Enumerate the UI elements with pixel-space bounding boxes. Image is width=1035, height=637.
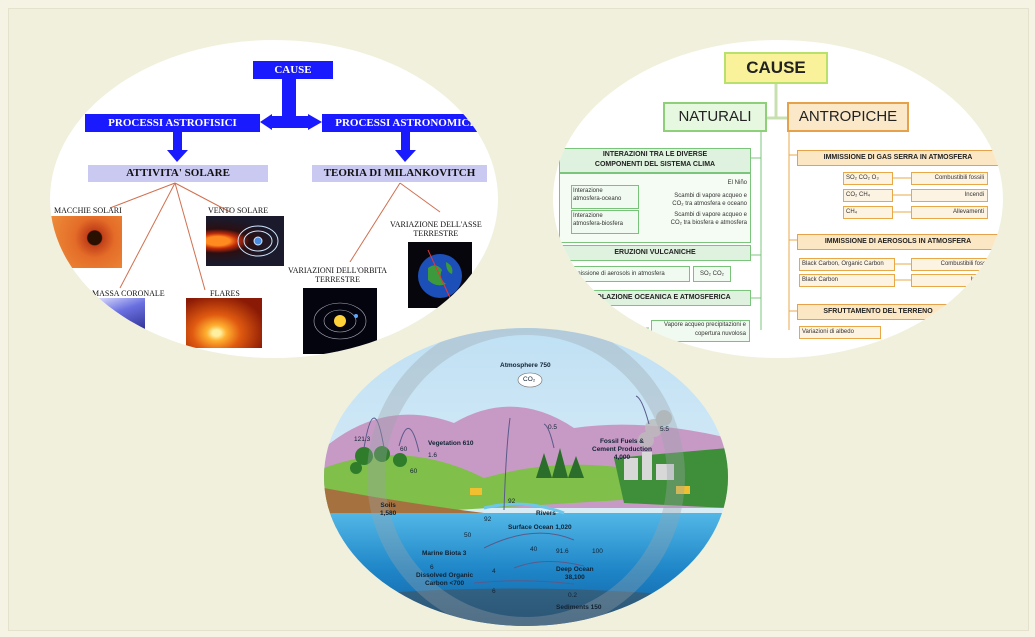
scambi1-line1: Scambi di vapore acqueo e xyxy=(674,193,747,199)
flux-6b: 6 xyxy=(492,588,496,595)
orbita-label: VARIAZIONI DELL'ORBITA TERRESTRE xyxy=(288,266,387,284)
fossil-line2: Cement Production xyxy=(592,446,652,453)
orbita-line1: VARIAZIONI DELL'ORBITA xyxy=(288,266,388,275)
naturali-box: NATURALI xyxy=(663,102,767,132)
gas-serra-header: IMMISSIONE DI GAS SERRA IN ATMOSFERA xyxy=(797,150,999,166)
int-oceano-line1: Interazione xyxy=(573,188,603,194)
deep-ocean-line2: 38,100 xyxy=(564,574,585,581)
soils-line1: Soils xyxy=(380,502,396,509)
fossil-line3: 4,000 xyxy=(613,454,631,461)
immissione-aerosol-box: Immissione di aerosols in atmosfera xyxy=(565,266,690,282)
incendi2-box: Incendi xyxy=(911,274,994,287)
marine-biota-label: Marine Biota 3 xyxy=(422,550,467,557)
astro-connectors xyxy=(109,70,441,291)
gas3-box: CH₄ xyxy=(843,206,893,219)
circolazione-header: CIRCOLAZIONE OCEANICA E ATMOSFERICA xyxy=(559,290,751,306)
fossil-fuels-label: Fossil Fuels & Cement Production 4,000 xyxy=(592,438,652,462)
black-carbon-organic-box: Black Carbon, Organic Carbon xyxy=(799,258,895,271)
flux-92a: 92 xyxy=(484,516,492,523)
el-nino-block: El Niño Scambi di vapore acqueo e CO₂ tr… xyxy=(665,179,747,227)
albedo-box: Variazioni di albedo xyxy=(799,326,881,339)
scambi1-line2: CO₂ tra atmosfera e oceano xyxy=(672,201,747,207)
aerosols-header: IMMISSIONE DI AEROSOLS IN ATMOSFERA xyxy=(797,234,999,250)
deep-ocean-label: Deep Ocean 38,100 xyxy=(556,566,594,582)
allevamenti-box: Allevamenti xyxy=(911,206,988,219)
carbon-cycle-panel: Atmosphere 750 CO₂ Vegetation 610 Fossil… xyxy=(324,328,728,626)
antropiche-box: ANTROPICHE xyxy=(787,102,909,132)
incendi-box: Incendi xyxy=(911,189,988,202)
vento-label: VENTO SOLARE xyxy=(208,206,269,215)
int-biosfera-line2: atmosfera-biosfera xyxy=(573,221,624,227)
dissolved-line1: Dissolved Organic xyxy=(416,572,474,579)
int-biosfera-box: Interazione atmosfera-biosfera xyxy=(571,210,639,234)
black-carbon-box: Black Carbon xyxy=(799,274,895,287)
scambi2-line1: Scambi di vapore acqueo e xyxy=(674,212,747,218)
int-oceano-line2: atmosfera-oceano xyxy=(573,196,622,202)
flux-40: 40 xyxy=(530,546,538,553)
flux-916: 91.6 xyxy=(556,548,569,555)
earth-axis-image xyxy=(408,242,472,308)
dissolved-label: Dissolved Organic Carbon <700 xyxy=(416,572,473,588)
interazioni-line2: COMPONENTI DEL SISTEMA CLIMA xyxy=(594,161,716,168)
milankovitch-box: TEORIA DI MILANKOVITCH xyxy=(312,165,487,182)
soils-line2: 1,580 xyxy=(380,510,397,517)
flux-4: 4 xyxy=(492,568,496,575)
processi-astrofisici-box: PROCESSI ASTROFISICI xyxy=(85,114,260,132)
cause-title-box: CAUSE xyxy=(724,52,828,84)
coronal-mass-image xyxy=(90,298,145,338)
el-nino-text: El Niño xyxy=(727,180,747,186)
flux-6: 6 xyxy=(430,564,434,571)
sfruttamento-header: SFRUTTAMENTO DEL TERRENO xyxy=(797,304,959,320)
gas2-box: CO₂ CH₄ xyxy=(843,189,893,202)
flux-02: 0.2 xyxy=(568,592,578,599)
cause-scheme-panel: CAUSE NATURALI ANTROPICHE INTERAZIONI TR… xyxy=(553,40,1003,358)
asse-label: VARIAZIONE DELL'ASSE TERRESTRE xyxy=(390,220,482,238)
flares-image xyxy=(186,298,262,348)
macchie-label: MACCHIE SOLARI xyxy=(54,206,122,215)
deep-ocean-line1: Deep Ocean xyxy=(556,566,594,573)
gas1-box: SO₂ CO₂ O₃ xyxy=(843,172,893,185)
orbita-line2: TERRESTRE xyxy=(315,275,360,284)
carbon-cycle-scene xyxy=(324,328,728,626)
interazioni-line1: INTERAZIONI TRA LE DIVERSE xyxy=(602,151,708,158)
vapore-line1: Vapore acqueo precipitazioni e xyxy=(664,322,746,328)
attivita-solare-box: ATTIVITA' SOLARE xyxy=(88,165,268,182)
co2-label: CO₂ xyxy=(523,376,536,383)
scambi2-line2: CO₂ tra biosfera e atmosfera xyxy=(670,220,747,226)
so2-co2-box: SO₂ CO₂ xyxy=(693,266,731,282)
vegetation-label: Vegetation 610 xyxy=(428,440,474,447)
flux-60b: 60 xyxy=(410,468,418,475)
asse-line2: TERRESTRE xyxy=(413,229,459,238)
fossil-line1: Fossil Fuels & xyxy=(599,438,645,445)
combustibili2-box: Combustibili fossili xyxy=(911,258,994,271)
surface-ocean-label: Surface Ocean 1,020 xyxy=(508,524,572,531)
cause-box: CAUSE xyxy=(253,61,333,79)
sediments-label: Sediments 150 xyxy=(556,604,602,611)
eruzioni-header: ERUZIONI VULCANICHE xyxy=(559,245,751,261)
combustibili-box: Combustibili fossili xyxy=(911,172,988,185)
flux-50: 50 xyxy=(464,532,472,539)
massa-label: MASSA CORONALE xyxy=(92,289,165,298)
astro-causes-panel: CAUSE PROCESSI ASTROFISICI PROCESSI ASTR… xyxy=(50,40,498,358)
flux-100: 100 xyxy=(592,548,603,555)
int-biosfera-line1: Interazione xyxy=(573,213,603,219)
dissolved-line2: Carbon <700 xyxy=(424,580,465,587)
asse-line1: VARIAZIONE DELL'ASSE xyxy=(390,220,482,229)
rivers-label: Rivers xyxy=(536,510,556,517)
flux-16: 1.6 xyxy=(428,452,438,459)
processi-astronomici-box: PROCESSI ASTRONOMICI xyxy=(322,114,487,132)
flux-05: 0.5 xyxy=(548,424,558,431)
flux-92b: 92 xyxy=(508,498,516,505)
flux-60a: 60 xyxy=(400,446,408,453)
atmosphere-label: Atmosphere 750 xyxy=(500,362,551,369)
interazioni-header: INTERAZIONI TRA LE DIVERSE COMPONENTI DE… xyxy=(559,148,751,173)
soils-label: Soils 1,580 xyxy=(380,502,396,518)
flux-121: 121.3 xyxy=(354,436,371,443)
solar-wind-image xyxy=(206,216,284,266)
flares-label: FLARES xyxy=(210,289,240,298)
sunspot-image xyxy=(50,216,122,268)
flux-55: 5.5 xyxy=(660,426,670,433)
int-oceano-box: Interazione atmosfera-oceano xyxy=(571,185,639,209)
